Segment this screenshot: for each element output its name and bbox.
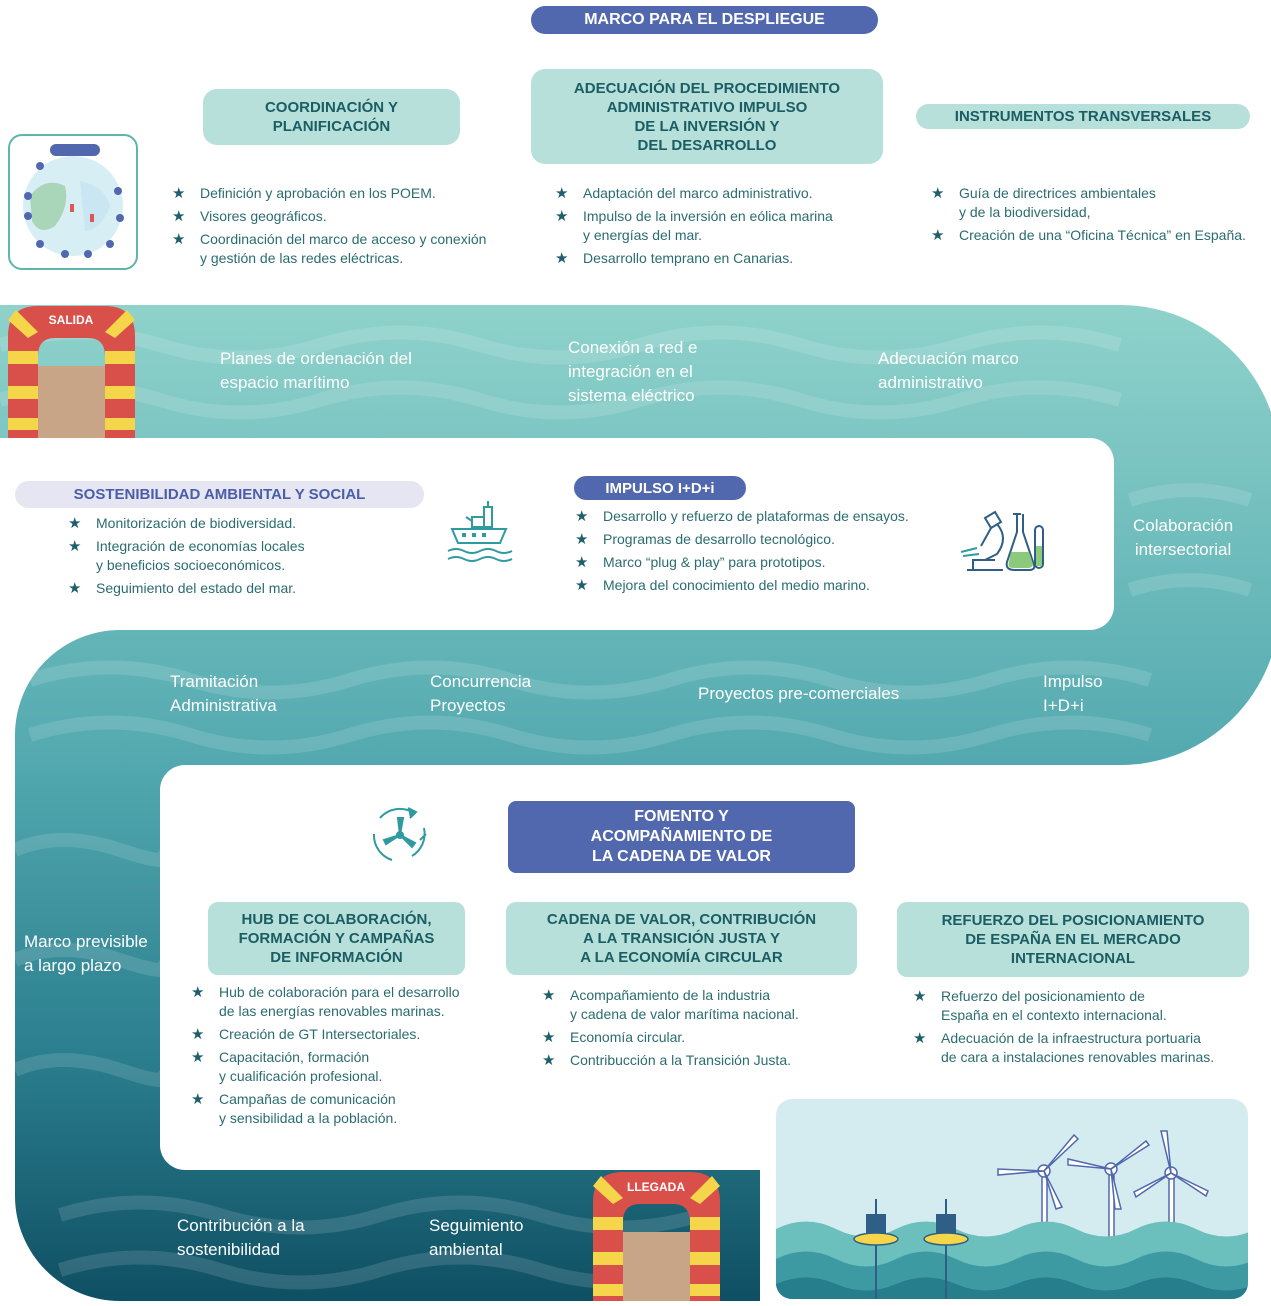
list-item: Adecuación de la infraestructura portuar… [911,1029,1251,1067]
start-gate [8,306,135,438]
road-label-concurrencia: Concurrencia Proyectos [430,672,532,715]
header-hub: HUB DE COLABORACIÓN, FORMACIÓN Y CAMPAÑA… [208,902,465,975]
header-sostenibilidad: SOSTENIBILIDAD AMBIENTAL Y SOCIAL [15,481,424,508]
top-title: MARCO PARA EL DESPLIEGUE [531,6,878,34]
list-item: Creación de una “Oficina Técnica” en Esp… [929,226,1269,245]
road-label-colaboracion: Colaboración intersectorial [1133,516,1234,559]
list-refuerzo: Refuerzo del posicionamiento de España e… [911,987,1251,1071]
list-item: Visores geográficos. [170,207,510,226]
list-item: Monitorización de biodiversidad. [66,514,366,533]
list-impulso: Desarrollo y refuerzo de plataformas de … [573,507,953,599]
list-item: Refuerzo del posicionamiento de España e… [911,987,1251,1025]
list-item: Marco “plug & play” para prototipos. [573,553,953,572]
ship-icon [444,501,514,567]
end-gate-label: LLEGADA [627,1180,685,1194]
header-refuerzo: REFUERZO DEL POSICIONAMIENTO DE ESPAÑA E… [897,902,1249,977]
header-impulso: IMPULSO I+D+i [574,476,746,500]
wind-turbine-cycle-icon [368,806,432,864]
list-item: Definición y aprobación en los POEM. [170,184,510,203]
list-item: Creación de GT Intersectoriales. [189,1025,499,1044]
list-item: Desarrollo y refuerzo de plataformas de … [573,507,953,526]
list-item: Hub de colaboración para el desarrollo d… [189,983,499,1021]
list-hub: Hub de colaboración para el desarrollo d… [189,983,499,1132]
list-item: Desarrollo temprano en Canarias. [553,249,873,268]
list-item: Acompañamiento de la industria y cadena … [540,986,840,1024]
list-item: Mejora del conocimiento del medio marino… [573,576,953,595]
road-label-adecuacion-marco: Adecuación marco administrativo [878,349,1019,392]
road-label-seguimiento: Seguimiento ambiental [429,1216,524,1259]
list-item: Integración de economías locales y benef… [66,537,366,575]
start-gate-label: SALIDA [48,313,94,327]
list-cadena: Acompañamiento de la industria y cadena … [540,986,840,1074]
list-instrumentos: Guía de directrices ambientales y de la … [929,184,1269,249]
end-gate [593,1172,720,1301]
header-fomento: FOMENTO Y ACOMPAÑAMIENTO DE LA CADENA DE… [508,801,855,873]
offshore-wind-scene [776,1099,1248,1299]
road-label-tramitacion: Tramitación Administrativa [170,672,277,715]
road-label-precomerciales: Proyectos pre-comerciales [698,684,900,703]
header-cadena: CADENA DE VALOR, CONTRIBUCIÓN A LA TRANS… [506,902,857,975]
header-coordinacion: COORDINACIÓN Y PLANIFICACIÓN [203,89,460,145]
header-instrumentos: INSTRUMENTOS TRANSVERSALES [916,104,1250,129]
list-coordinacion: Definición y aprobación en los POEM. Vis… [170,184,510,272]
list-item: Contribucción a la Transición Justa. [540,1051,840,1070]
list-sostenibilidad: Monitorización de biodiversidad. Integra… [66,514,366,602]
road-label-impulso-idi: Impulso I+D+i [1043,672,1103,715]
list-item: Seguimiento del estado del mar. [66,579,366,598]
list-item: Campañas de comunicación y sensibilidad … [189,1090,499,1128]
road-label-marco-previsible: Marco previsible a largo plazo [24,932,148,975]
list-item: Economía circular. [540,1028,840,1047]
list-item: Coordinación del marco de acceso y conex… [170,230,510,268]
header-adecuacion: ADECUACIÓN DEL PROCEDIMIENTO ADMINISTRAT… [531,69,883,164]
list-item: Capacitación, formación y cualificación … [189,1048,499,1086]
map-thumbnail-icon [8,134,138,270]
road-label-conexion: Conexión a red e integración en el siste… [568,338,698,405]
list-item: Impulso de la inversión en eólica marina… [553,207,873,245]
list-item: Guía de directrices ambientales y de la … [929,184,1269,222]
road-label-planes: Planes de ordenación del espacio marítim… [220,349,412,392]
microscope-flask-icon [957,508,1049,574]
road-label-contribucion: Contribución a la sostenibilidad [177,1216,305,1259]
list-adecuacion: Adaptación del marco administrativo. Imp… [553,184,873,272]
list-item: Adaptación del marco administrativo. [553,184,873,203]
list-item: Programas de desarrollo tecnológico. [573,530,953,549]
